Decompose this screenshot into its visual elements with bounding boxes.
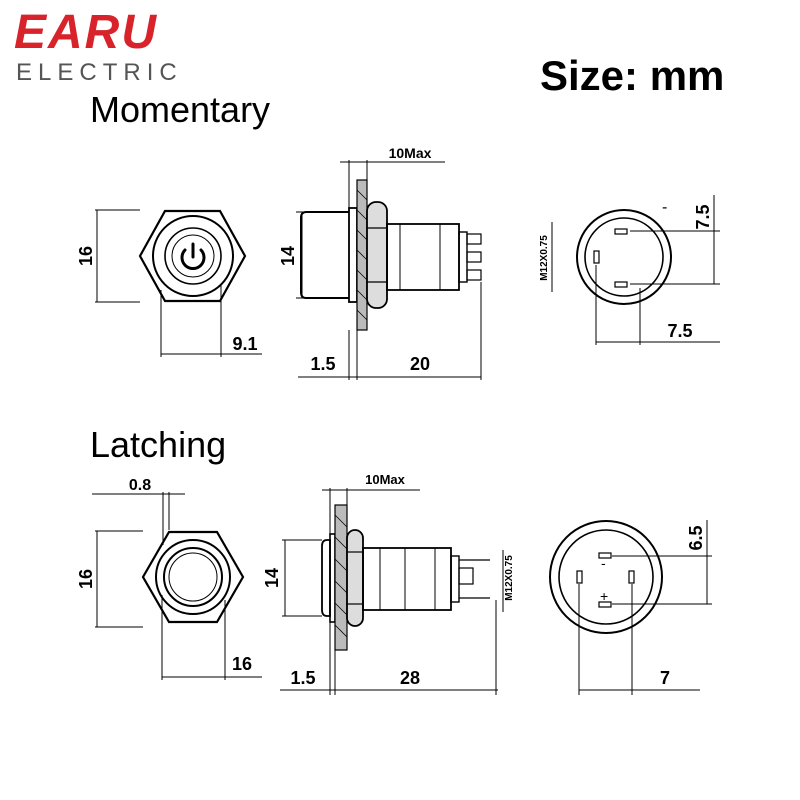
latching-panel-dim: 1.5 <box>290 668 315 688</box>
button-inner-ring <box>168 552 218 602</box>
outer-ring <box>576 209 672 305</box>
terminal-slot <box>593 250 600 264</box>
momentary-title: Momentary <box>90 89 271 130</box>
outer-ring <box>549 520 663 634</box>
bezel-flange <box>329 533 336 623</box>
bezel-flange <box>348 207 358 303</box>
momentary-panel-dim: 1.5 <box>310 354 335 374</box>
latching-back-vertical-dim: 6.5 <box>686 525 706 550</box>
button-cap <box>163 547 223 607</box>
latching-side-max-dim: 10Max <box>365 472 406 487</box>
latching-title: Latching <box>90 424 227 465</box>
latching-side-height-dim: 14 <box>262 568 282 588</box>
lock-nut <box>366 201 388 309</box>
momentary-side-max-dim: 10Max <box>389 145 432 161</box>
terminal-pin <box>466 251 482 263</box>
latching-thread-label: M12X0.75 <box>504 555 515 601</box>
latching-back-horizontal-dim: 7 <box>660 668 670 688</box>
latching-length-dim: 28 <box>400 668 420 688</box>
button-inner-ring <box>171 234 215 278</box>
momentary-thread-label: M12X0.75 <box>539 235 550 281</box>
terminal-pin <box>466 233 482 245</box>
latching-front-height-dim: 16 <box>76 569 96 589</box>
minus-label: - <box>662 199 667 216</box>
momentary-length-dim: 20 <box>410 354 430 374</box>
latching-back-view: - + 6.5 7 <box>549 520 712 695</box>
plus-label: + <box>600 588 608 604</box>
latching-front-width-dim: 16 <box>232 654 252 674</box>
momentary-side-height-dim: 14 <box>278 246 298 266</box>
latching-side-view: 10Max 14 M12X0.75 1.5 28 <box>262 472 515 695</box>
switch-base <box>458 231 468 283</box>
terminal-slot <box>598 552 612 559</box>
brand-name: EARU <box>14 6 159 59</box>
button-cap <box>164 227 222 285</box>
inner-ring <box>558 529 654 625</box>
momentary-back-view: - 7.5 7.5 <box>576 195 720 345</box>
terminal-slot <box>628 570 635 584</box>
bezel-ring <box>152 215 234 297</box>
switch-body <box>362 547 452 611</box>
terminal-slot <box>614 228 628 235</box>
momentary-back-horizontal-dim: 7.5 <box>667 321 692 341</box>
terminal-pin <box>466 269 482 281</box>
terminal-pin <box>458 567 474 585</box>
latching-front-top-dim: 0.8 <box>129 477 151 494</box>
size-unit-label: Size: mm <box>540 52 725 99</box>
power-symbol-icon <box>180 242 206 270</box>
button-cap-profile <box>300 211 349 299</box>
momentary-back-vertical-dim: 7.5 <box>693 204 713 229</box>
momentary-front-width-dim: 9.1 <box>232 334 257 354</box>
latching-front-view: 0.8 16 16 <box>76 477 262 680</box>
inner-ring <box>584 217 664 297</box>
hex-nut-outline <box>141 530 245 624</box>
terminal-slot <box>614 281 628 288</box>
hex-nut-outline <box>138 209 247 303</box>
momentary-side-view: 10Max 14 M12X0.75 1.5 20 <box>278 145 553 380</box>
momentary-front-view: 16 9.1 <box>76 209 262 357</box>
terminal-slot <box>598 601 612 608</box>
momentary-front-height-dim: 16 <box>76 246 96 266</box>
lock-nut <box>346 529 364 627</box>
brand-logo: EARU ELECTRIC <box>14 8 214 88</box>
switch-base <box>450 555 460 603</box>
terminal-slot <box>576 570 583 584</box>
bezel-ring <box>155 539 231 615</box>
switch-body <box>386 223 460 291</box>
minus-label: - <box>601 555 606 571</box>
mounting-panel <box>334 504 348 651</box>
button-cap-profile <box>321 539 331 617</box>
brand-subtitle: ELECTRIC <box>16 59 183 86</box>
